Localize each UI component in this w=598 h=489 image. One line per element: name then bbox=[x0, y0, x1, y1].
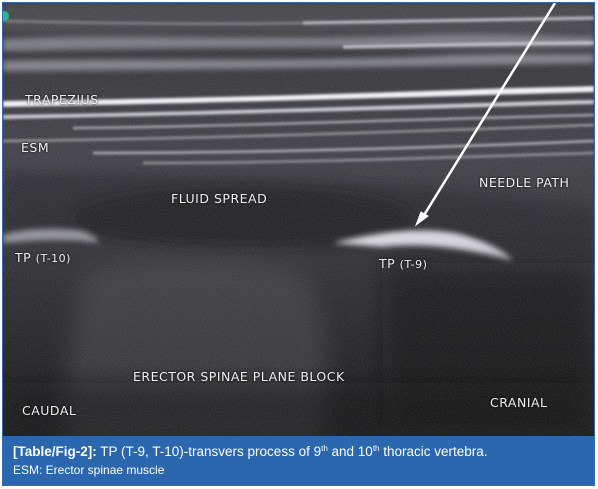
caption-text-b: and 10 bbox=[327, 444, 373, 459]
label-caudal: CAUDAL bbox=[22, 403, 77, 418]
label-esm: ESM bbox=[21, 140, 50, 155]
label-fluid-spread: FLUID SPREAD bbox=[171, 191, 268, 206]
ultrasound-image bbox=[3, 3, 594, 436]
label-trapezius: TRAPEZIUS bbox=[25, 92, 99, 107]
label-cranial: CRANIAL bbox=[490, 395, 548, 410]
caption-text-a: TP (T-9, T-10)-transvers process of 9 bbox=[96, 444, 322, 459]
label-tp-t9: TP (T-9) bbox=[379, 256, 427, 271]
caption-line-1: [Table/Fig-2]: TP (T-9, T-10)-transvers … bbox=[13, 443, 584, 461]
label-tp-t9-sub: (T-9) bbox=[399, 258, 428, 271]
label-block-title: ERECTOR SPINAE PLANE BLOCK bbox=[133, 369, 345, 384]
label-tp-t10-sub: (T-10) bbox=[35, 252, 71, 265]
corner-marker-dot bbox=[3, 11, 9, 21]
figure-caption: [Table/Fig-2]: TP (T-9, T-10)-transvers … bbox=[3, 436, 594, 485]
caption-text-c: thoracic vertebra. bbox=[379, 444, 488, 459]
caption-sup-1: th bbox=[321, 444, 328, 453]
label-needle-path: NEEDLE PATH bbox=[479, 175, 570, 190]
caption-tag: [Table/Fig-2]: bbox=[13, 444, 97, 459]
label-tp-t10-main: TP bbox=[15, 250, 32, 265]
needle-arrow bbox=[414, 3, 557, 227]
label-tp-t9-main: TP bbox=[379, 256, 396, 271]
caption-line-2: ESM: Erector spinae muscle bbox=[13, 463, 165, 477]
label-tp-t10: TP (T-10) bbox=[15, 250, 71, 265]
caption-sup-2: th bbox=[372, 444, 380, 453]
